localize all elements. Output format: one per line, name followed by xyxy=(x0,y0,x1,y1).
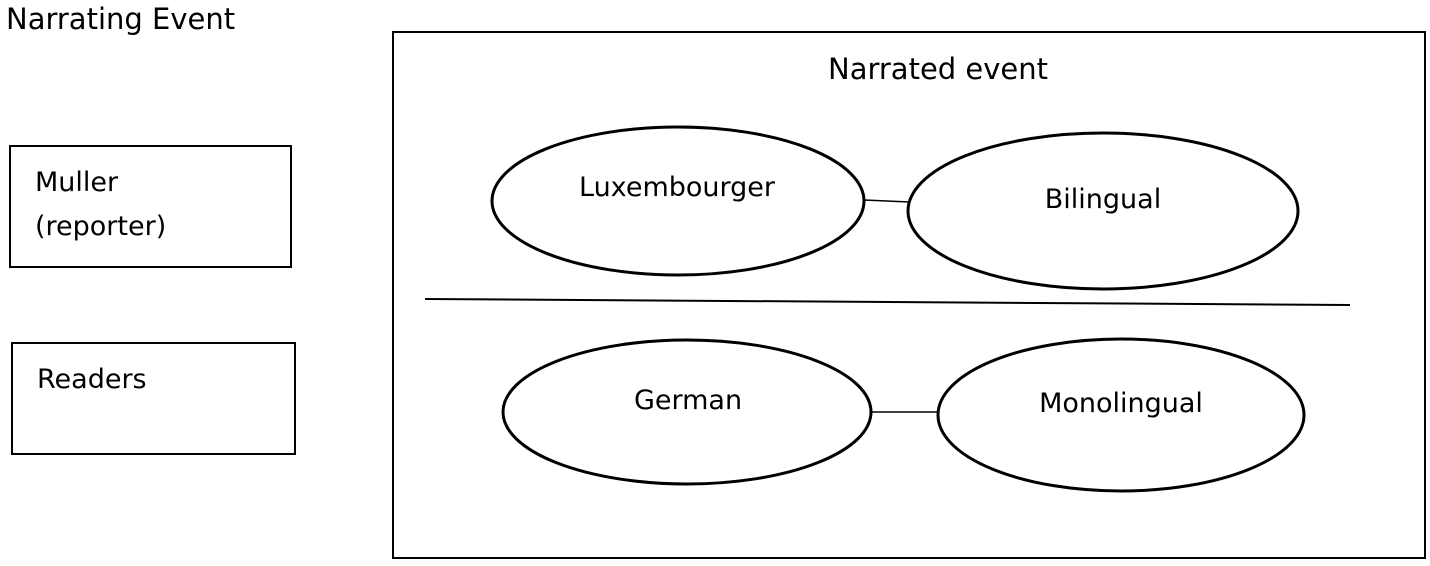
label-monolingual: Monolingual xyxy=(1039,388,1203,419)
participant-name: Muller xyxy=(35,167,119,198)
participant-name: Readers xyxy=(37,364,147,395)
participant-label-readers: Readers xyxy=(37,358,147,402)
ellipse-monolingual xyxy=(936,337,1306,493)
label-german: German xyxy=(634,385,742,416)
ellipse-german xyxy=(501,338,873,486)
narrated-event-frame xyxy=(392,31,1426,559)
participant-box-muller: Muller (reporter) xyxy=(9,145,292,268)
connector-luxembourger-bilingual xyxy=(863,199,911,203)
label-bilingual: Bilingual xyxy=(1045,184,1161,215)
label-luxembourger: Luxembourger xyxy=(579,172,776,203)
divider-line xyxy=(424,298,1351,306)
narrated-event-title: Narrated event xyxy=(828,52,1049,86)
participant-box-readers: Readers xyxy=(11,342,296,455)
narrating-event-title: Narrating Event xyxy=(6,2,236,36)
ellipse-bilingual xyxy=(906,131,1300,291)
participant-role: (reporter) xyxy=(35,211,167,242)
ellipse-luxembourger xyxy=(490,125,866,277)
participant-label-muller: Muller (reporter) xyxy=(35,161,166,249)
